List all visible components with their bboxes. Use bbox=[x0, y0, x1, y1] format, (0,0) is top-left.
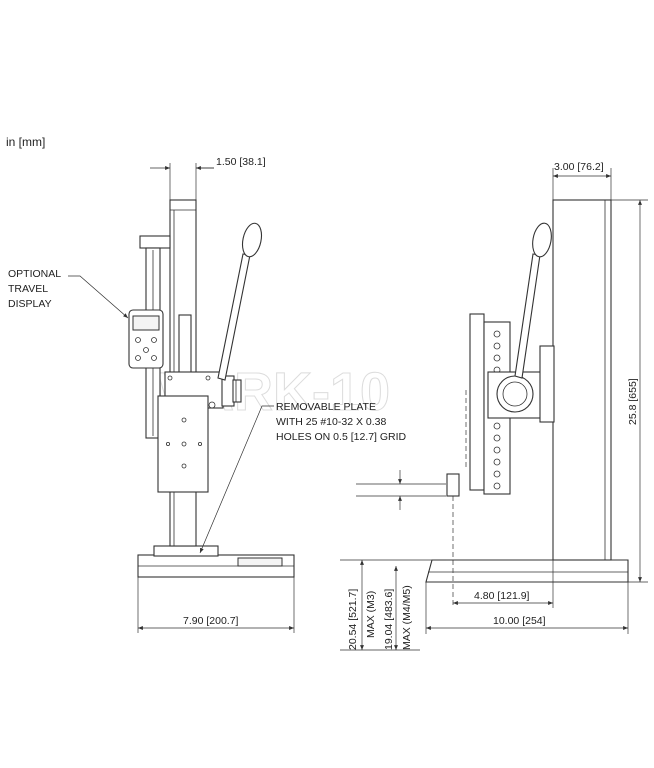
side-lever-arm bbox=[514, 253, 541, 379]
front-base-plate bbox=[153, 545, 219, 557]
dim-max-m3-label: MAX (M3) bbox=[365, 591, 377, 638]
units-label: in [mm] bbox=[6, 135, 45, 149]
dim-overall-height: 25.8 [655] bbox=[627, 378, 639, 425]
dim-column-depth: 3.00 [76.2] bbox=[554, 161, 604, 173]
front-view bbox=[128, 199, 295, 578]
callout-display-line-1: OPTIONAL bbox=[8, 268, 61, 280]
front-base-slot bbox=[237, 557, 283, 567]
hub-cap bbox=[232, 379, 242, 403]
display-button-1 bbox=[135, 337, 141, 343]
side-lever-handle bbox=[532, 222, 552, 258]
callout-display-line-2: TRAVEL bbox=[8, 283, 48, 295]
display-button-4 bbox=[135, 355, 141, 361]
side-hub bbox=[496, 375, 534, 413]
callout-plate-line-1: REMOVABLE PLATE bbox=[276, 401, 376, 413]
plate-screw-icon bbox=[208, 401, 216, 409]
side-base bbox=[425, 559, 629, 583]
plate-callout: REMOVABLE PLATE WITH 25 #10-32 X 0.38 HO… bbox=[199, 401, 407, 554]
dim-max-m4m5-label: MAX (M4/M5) bbox=[401, 585, 413, 650]
front-dimensions: 1.50 [38.1] 7.90 [200.7] bbox=[137, 156, 295, 633]
dim-throat-depth: 4.80 [121.9] bbox=[474, 590, 530, 602]
lever-handle bbox=[241, 222, 263, 258]
side-column-clamp bbox=[539, 345, 555, 423]
callout-plate-line-2: WITH 25 #10-32 X 0.38 bbox=[276, 416, 386, 428]
display-button-2 bbox=[151, 337, 157, 343]
display-bracket bbox=[139, 235, 171, 249]
display-button-5 bbox=[151, 355, 157, 361]
guide-rod bbox=[178, 314, 192, 376]
mounting-plate bbox=[157, 395, 209, 493]
callout-display-line-3: DISPLAY bbox=[8, 298, 52, 310]
dim-max-m3-value: 20.54 [521.7] bbox=[347, 589, 359, 650]
dim-column-offset: 1.50 [38.1] bbox=[216, 156, 266, 168]
hub bbox=[221, 375, 235, 407]
side-carriage-back bbox=[469, 313, 485, 491]
side-probe bbox=[446, 473, 460, 497]
display-callout: OPTIONAL TRAVEL DISPLAY bbox=[8, 268, 129, 319]
side-column bbox=[552, 199, 612, 561]
side-view bbox=[356, 199, 629, 606]
dim-base-length: 10.00 [254] bbox=[493, 615, 546, 627]
display-button-3 bbox=[143, 347, 149, 353]
dim-base-width: 7.90 [200.7] bbox=[183, 615, 239, 627]
side-dimensions: 3.00 [76.2] 25.8 [655] 10.00 [254] 4.80 … bbox=[425, 161, 648, 634]
dim-max-m4m5-value: 19.04 [483.6] bbox=[383, 589, 395, 650]
display-screen bbox=[132, 315, 160, 331]
max-height-dimensions: 20.54 [521.7] MAX (M3) 19.04 [483.6] MAX… bbox=[340, 559, 446, 651]
callout-plate-line-3: HOLES ON 0.5 [12.7] GRID bbox=[276, 431, 407, 443]
